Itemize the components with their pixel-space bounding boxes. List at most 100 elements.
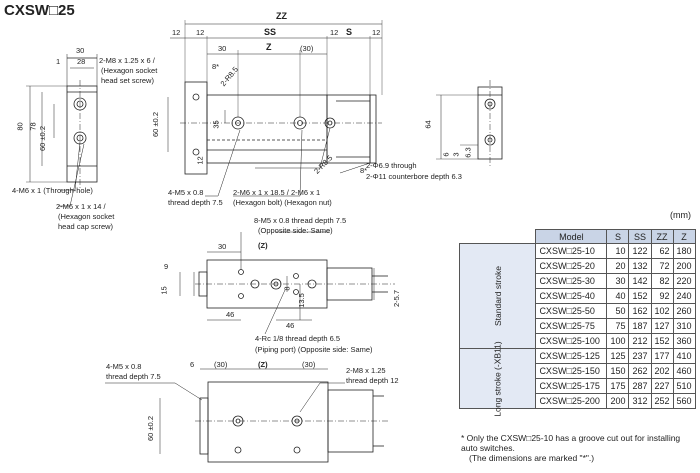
dim-46a: 46 — [226, 310, 235, 319]
cell-model: CXSW□25-150 — [535, 363, 608, 379]
cell-value: 220 — [672, 273, 696, 289]
drawing-title: CXSW□25 — [4, 2, 75, 19]
cell-value: 62 — [650, 243, 674, 259]
dim-12b: 12 — [196, 28, 205, 37]
cell-value: 237 — [628, 348, 652, 364]
header-zz: ZZ — [650, 229, 674, 244]
header-s: S — [606, 229, 630, 244]
cell-model: CXSW□25-75 — [535, 318, 608, 334]
cell-value: 312 — [628, 393, 652, 409]
cell-value: 510 — [672, 378, 696, 394]
dim-z-bottom: (Z) — [258, 360, 268, 369]
dim-30b-bottom: (30) — [302, 360, 316, 369]
m8-label: 2-M8 x 1.25 x 6 / — [99, 56, 155, 65]
footnote: * Only the CXSW□25-10 has a groove cut o… — [461, 433, 697, 463]
cell-value: 200 — [606, 393, 630, 409]
dim-63-end: 6.3 — [463, 147, 473, 158]
m8-sub1: (Hexagon socket — [101, 66, 158, 75]
dim-1-side: 1 — [56, 57, 61, 66]
through-label: 2-Φ6.9 through — [366, 161, 417, 170]
cell-value: 560 — [672, 393, 696, 409]
cell-value: 100 — [606, 333, 630, 349]
bottom-view — [105, 368, 390, 463]
cell-value: 180 — [672, 243, 696, 259]
cell-value: 240 — [672, 288, 696, 304]
m8-bottom-label: 2-M8 x 1.25 — [346, 366, 386, 375]
top-main-view — [167, 20, 383, 197]
table-corner — [459, 229, 537, 244]
m6-through-label: 4-M6 x 1 (Through-hole) — [12, 186, 93, 195]
dim-30-top: 30 — [218, 44, 227, 53]
cell-value: 142 — [628, 273, 652, 289]
m8-sub2: head set screw) — [101, 76, 154, 85]
cell-value: 122 — [628, 243, 652, 259]
m5-top-depth: thread depth 7.5 — [168, 198, 223, 207]
dim-12a: 12 — [172, 28, 181, 37]
dim-30a-bottom: (30) — [214, 360, 228, 369]
cell-value: 125 — [606, 348, 630, 364]
left-side-view — [26, 54, 98, 207]
dim-12d: 12 — [372, 28, 381, 37]
dim-35: 35 — [211, 120, 221, 129]
cell-model: CXSW□25-125 — [535, 348, 608, 364]
cell-value: 127 — [650, 318, 674, 334]
dim-6-bottom: 6 — [190, 360, 195, 369]
cell-value: 10 — [606, 243, 630, 259]
cell-value: 262 — [628, 363, 652, 379]
cell-value: 360 — [672, 333, 696, 349]
cell-model: CXSW□25-175 — [535, 378, 608, 394]
rc-sub: (Piping port) (Opposite side: Same) — [255, 345, 373, 354]
cell-value: 310 — [672, 318, 696, 334]
cell-value: 410 — [672, 348, 696, 364]
dim-8: 8 — [282, 286, 292, 291]
dim-46b: 46 — [286, 321, 295, 330]
right-end-view — [436, 80, 503, 166]
m8-bottom-depth: thread depth 12 — [346, 376, 399, 385]
footnote-line2: (The dimensions are marked "*".) — [469, 453, 595, 463]
dim-zz: ZZ — [276, 11, 287, 21]
m6x14-sub2: head cap screw) — [58, 222, 114, 231]
dim-78-side: 78 — [28, 122, 38, 131]
rc-label: 4-Rc 1/8 thread depth 6.5 — [255, 334, 341, 343]
dim-15: 15 — [159, 286, 169, 295]
m6x14-sub1: (Hexagon socket — [58, 212, 115, 221]
header-ss: SS — [628, 229, 652, 244]
m6-bolt-label: 2-M6 x 1 x 18.5 / 2-M6 x 1 — [233, 188, 321, 197]
cell-value: 202 — [650, 363, 674, 379]
m5-bottom-depth: thread depth 7.5 — [106, 372, 161, 381]
cell-value: 30 — [606, 273, 630, 289]
cell-value: 177 — [650, 348, 674, 364]
dim-z-middle: (Z) — [258, 241, 268, 250]
cell-value: 287 — [628, 378, 652, 394]
cell-model: CXSW□25-30 — [535, 273, 608, 289]
cell-value: 227 — [650, 378, 674, 394]
cell-value: 175 — [606, 378, 630, 394]
header-z: Z — [672, 229, 696, 244]
cell-value: 150 — [606, 363, 630, 379]
dim-2-5-7: 2-5.7 — [392, 289, 402, 308]
cell-value: 82 — [650, 273, 674, 289]
cell-model: CXSW□25-100 — [535, 333, 608, 349]
unit-label: (mm) — [670, 210, 691, 220]
m5-bottom-label: 4-M5 x 0.8 — [106, 362, 142, 371]
star8-a: 8* — [212, 62, 220, 71]
counterbore-label: 2-Φ11 counterbore depth 6.3 — [366, 172, 462, 181]
cell-model: CXSW□25-20 — [535, 258, 608, 274]
dim-28-side: 28 — [77, 57, 86, 66]
star8-b: 8* — [360, 166, 368, 175]
cell-value: 75 — [606, 318, 630, 334]
header-model: Model — [535, 229, 608, 244]
cell-value: 20 — [606, 258, 630, 274]
dim-60-bottom: 60 ±0.2 — [145, 416, 155, 441]
dim-s: S — [346, 27, 353, 37]
